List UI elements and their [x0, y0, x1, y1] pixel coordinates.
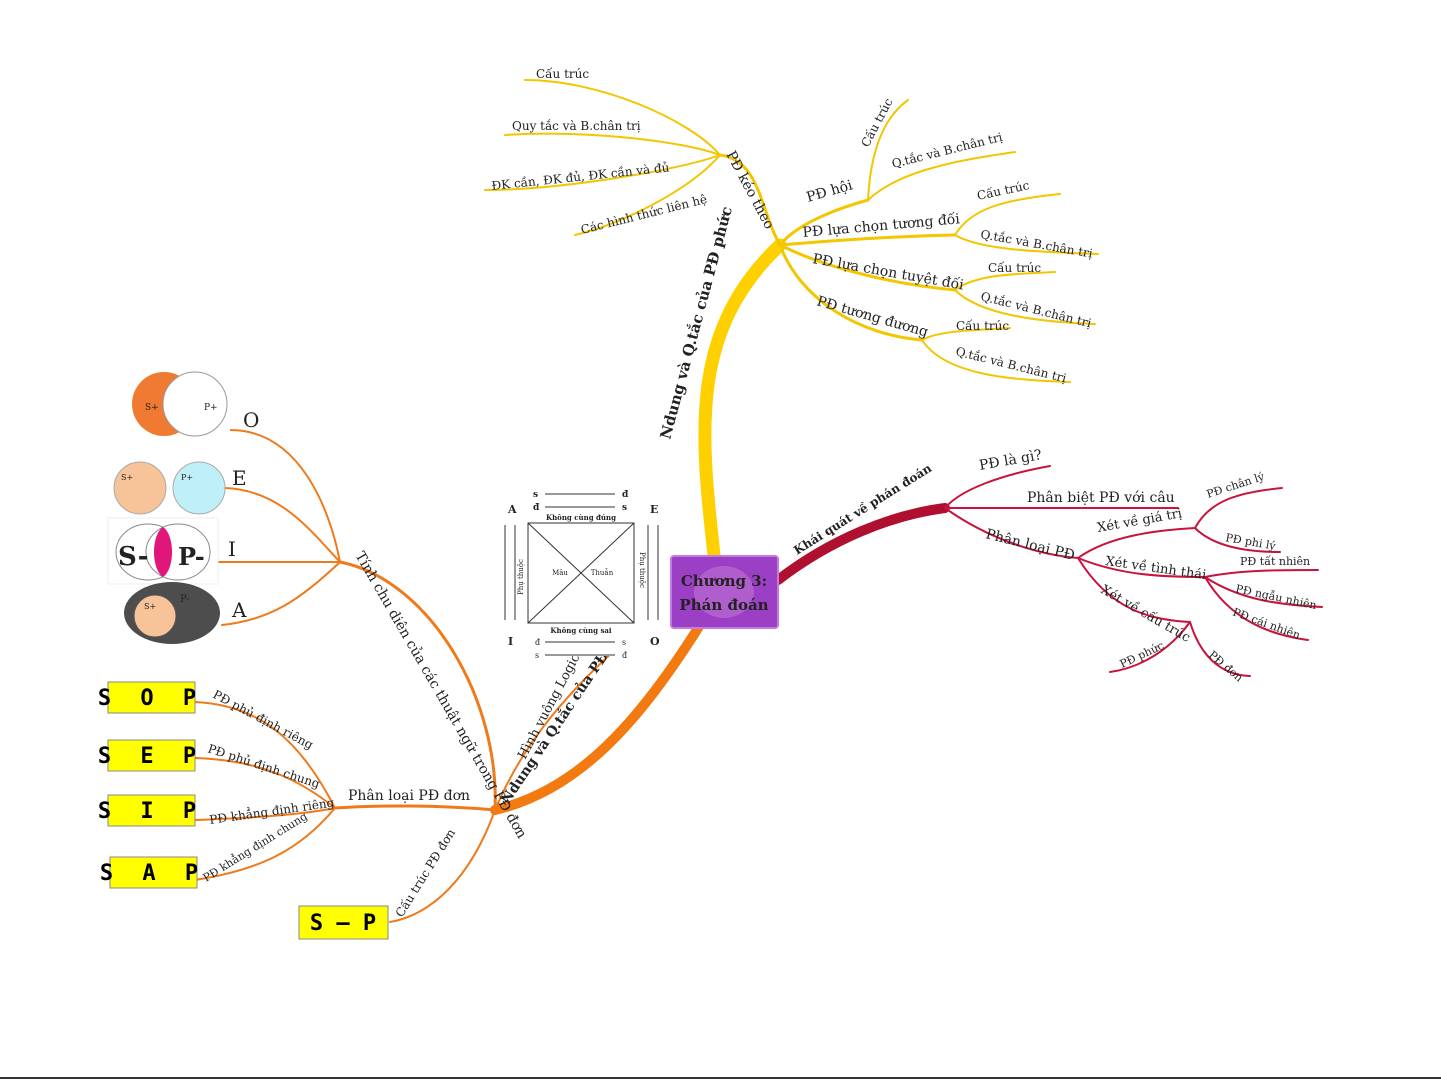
type-sop-desc: PĐ phủ định riêng	[211, 687, 316, 752]
venn-a: S+ P-	[124, 582, 220, 644]
svg-text:s: s	[622, 503, 627, 513]
keo-theo-item-2: Quy tắc và B.chân trị	[512, 118, 641, 133]
center-node[interactable]: Chương 3: Phán đoán	[670, 555, 779, 629]
svg-text:S+: S+	[145, 403, 159, 413]
svg-text:Không cùng sai: Không cùng sai	[550, 626, 612, 635]
hoi-label: PĐ hội	[805, 177, 855, 206]
structure-box[interactable]: S – P	[298, 905, 389, 940]
svg-text:P+: P+	[181, 473, 193, 482]
svg-text:Phụ thuộc: Phụ thuộc	[638, 552, 646, 588]
center-title-line1: Chương 3:	[681, 572, 767, 590]
type-sip[interactable]: S I P	[98, 794, 204, 827]
svg-text:S O P: S O P	[98, 686, 204, 711]
letter-e: E	[232, 466, 247, 490]
branch-complex	[484, 79, 1099, 562]
corner-e: E	[650, 503, 658, 516]
by-structure-item-2: PĐ đơn	[1206, 648, 1245, 684]
hoi-item-1: Cấu trúc	[857, 95, 895, 149]
overview-distinguish: Phân biệt PĐ với câu	[1027, 490, 1175, 506]
by-structure-label: Xét về cấu trúc	[1098, 582, 1193, 646]
classification-label: Phân loại PĐ đơn	[348, 788, 470, 804]
svg-text:S-: S-	[118, 542, 149, 572]
svg-text:đ: đ	[535, 638, 540, 647]
svg-text:đ: đ	[533, 503, 540, 513]
svg-text:s: s	[535, 651, 539, 660]
keo-theo-item-3: ĐK cần, ĐK đủ, ĐK cần và đủ	[491, 159, 670, 193]
svg-text:Mâu: Mâu	[552, 569, 568, 577]
lctd-item-2: Q.tắc và B.chân trị	[979, 226, 1094, 261]
letter-i: I	[228, 537, 236, 561]
svg-text:S+: S+	[144, 602, 156, 611]
by-modality-label: Xét về tình thái	[1104, 553, 1207, 583]
svg-text:đ: đ	[622, 490, 629, 500]
svg-text:Phụ thuộc: Phụ thuộc	[517, 559, 525, 595]
svg-text:P-: P-	[180, 594, 190, 605]
svg-text:Thuẫn: Thuẫn	[591, 568, 614, 577]
type-sap[interactable]: S A P	[100, 856, 206, 889]
overview-classify: Phân loại PĐ	[984, 526, 1076, 564]
type-sip-desc: PĐ khẳng định riêng	[208, 794, 335, 827]
keo-theo-item-4: Các hình thức liên hệ	[579, 192, 708, 237]
overview-title: Khái quát về phán đoán	[791, 460, 935, 558]
td-item-1: Cấu trúc	[956, 318, 1009, 333]
bottom-border	[0, 1077, 1441, 1079]
svg-text:P-: P-	[178, 542, 205, 571]
tuong-duong-label: PĐ tương đương	[815, 293, 930, 340]
svg-text:đ: đ	[622, 651, 627, 660]
lctdd-item-1: Cấu trúc	[988, 260, 1041, 275]
by-modality-item-1: PĐ tất nhiên	[1240, 555, 1310, 568]
center-title-line2: Phán đoán	[679, 596, 768, 614]
letter-o: O	[243, 408, 259, 432]
svg-text:S I P: S I P	[98, 799, 204, 824]
corner-i: I	[508, 635, 513, 648]
venn-i: S- P-	[107, 517, 219, 585]
td-item-2: Q.tắc và B.chân trị	[954, 343, 1068, 385]
svg-text:s: s	[533, 490, 538, 500]
svg-text:S – P: S – P	[310, 911, 376, 936]
svg-text:S+: S+	[121, 473, 133, 482]
venn-e: S+ P+	[113, 461, 226, 515]
branch-overview	[773, 465, 1323, 677]
type-sop[interactable]: S O P	[98, 681, 204, 714]
by-value-label: Xét về giá trị	[1096, 505, 1183, 536]
by-modality-item-2: PĐ ngẫu nhiên	[1234, 582, 1317, 612]
svg-text:s: s	[622, 638, 626, 647]
keo-theo-item-1: Cấu trúc	[536, 66, 589, 81]
svg-text:S A P: S A P	[100, 861, 206, 886]
corner-o: O	[650, 635, 660, 648]
letter-a: A	[231, 598, 247, 622]
logic-square: A E I O s đ đ s Không cùng đúng Mâu Thuẫ…	[496, 486, 666, 660]
venn-o: S+ P+	[122, 367, 230, 442]
structure-label: Cấu trúc PĐ đơn	[392, 826, 458, 920]
svg-text:Không cùng đúng: Không cùng đúng	[546, 513, 616, 522]
svg-text:S E P: S E P	[98, 744, 204, 769]
type-sep[interactable]: S E P	[98, 739, 204, 772]
by-modality-item-3: PĐ cái nhiên	[1231, 606, 1302, 642]
lua-chon-tuyet-doi-label: PĐ lựa chọn tuyệt đối	[811, 250, 965, 293]
branch-simple	[194, 429, 705, 923]
corner-a: A	[507, 503, 517, 516]
by-structure-item-1: PĐ phức	[1118, 639, 1166, 671]
svg-text:P+: P+	[204, 403, 218, 413]
